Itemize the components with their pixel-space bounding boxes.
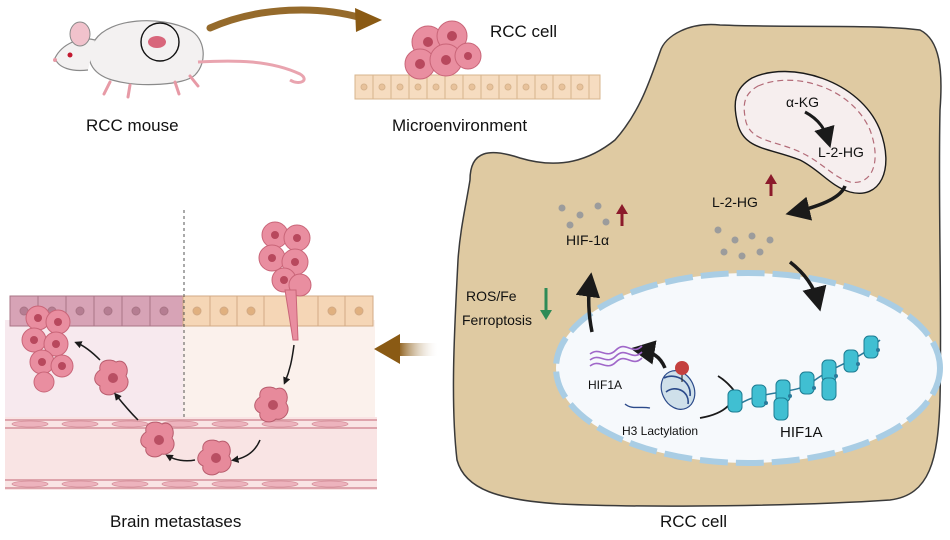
label-h3-lactylation: H3 Lactylation bbox=[622, 424, 699, 438]
export-arrow bbox=[785, 185, 847, 221]
microenvironment-illustration bbox=[354, 20, 601, 100]
nucleosome bbox=[624, 361, 696, 410]
brain-metastases-illustration bbox=[5, 210, 377, 490]
nuclear-export-arrow bbox=[575, 272, 601, 333]
label-hif1a-protein: HIF-1α bbox=[566, 232, 610, 248]
up-arrow-hif1a-protein bbox=[616, 204, 628, 226]
mitochondrion bbox=[734, 70, 887, 194]
label-rcc-cell-bottom: RCC cell bbox=[660, 512, 728, 531]
import-arrow bbox=[788, 260, 827, 312]
label-alpha-kg: α-KG bbox=[786, 94, 819, 110]
progression-arrow-top bbox=[206, 6, 382, 32]
nucleus bbox=[553, 270, 943, 466]
h3-connector bbox=[699, 405, 729, 419]
tumor-cluster-top bbox=[404, 20, 482, 80]
mouse-illustration bbox=[53, 20, 306, 99]
label-rcc-mouse: RCC mouse bbox=[86, 116, 179, 135]
label-ros-fe: ROS/Fe bbox=[466, 288, 517, 304]
down-arrow-ferroptosis bbox=[540, 288, 552, 320]
up-arrow-l2hg bbox=[765, 174, 777, 196]
label-brain-metastases: Brain metastases bbox=[110, 512, 242, 531]
progression-arrow-left bbox=[374, 334, 438, 364]
tumor-cluster-invading bbox=[258, 221, 312, 341]
label-l2hg-mito: L-2-HG bbox=[818, 144, 864, 160]
label-microenvironment: Microenvironment bbox=[392, 116, 528, 135]
chromatin-fiber bbox=[727, 335, 881, 421]
label-l2hg-cyto: L-2-HG bbox=[712, 194, 758, 210]
label-rcc-cell-top: RCC cell bbox=[490, 22, 558, 41]
mrna-strand bbox=[589, 345, 643, 367]
tumor-cluster-metastasis bbox=[21, 305, 74, 393]
transcription-arrow bbox=[630, 340, 667, 369]
label-hif1a-gene: HIF1A bbox=[780, 424, 823, 441]
l2hg-molecules bbox=[714, 226, 774, 260]
label-ferroptosis: Ferroptosis bbox=[462, 312, 533, 328]
hif1a-molecules bbox=[558, 202, 610, 229]
label-hif1a-mrna: HIF1A bbox=[588, 378, 623, 392]
